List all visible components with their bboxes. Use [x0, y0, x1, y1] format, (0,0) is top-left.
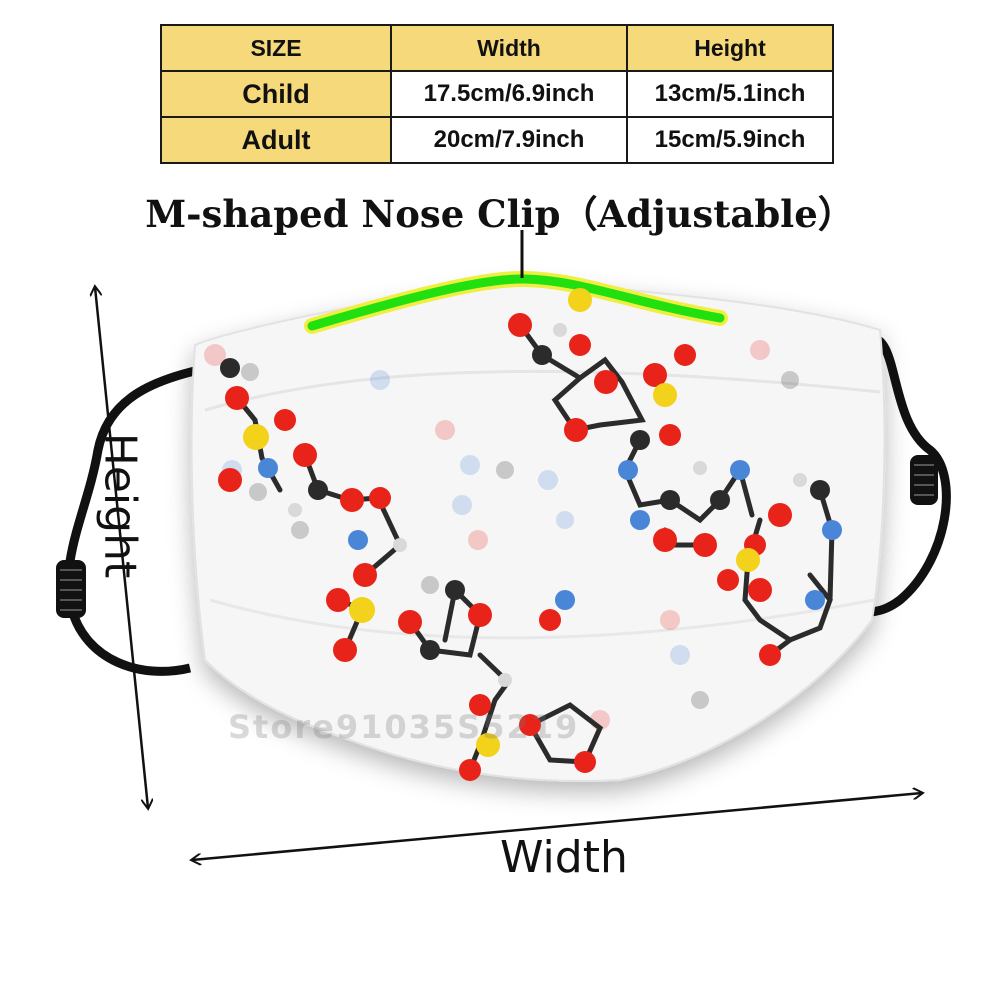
right-loop-adjuster: [910, 455, 938, 505]
atom-hydrogen: [498, 673, 512, 687]
atom-oxygen: [225, 386, 249, 410]
right-ear-loop: [857, 333, 951, 620]
atom-oxygen: [659, 424, 681, 446]
atom-carbon: [420, 640, 440, 660]
atom-oxygen: [353, 563, 377, 587]
atom-oxygen: [333, 638, 357, 662]
atom-hydrogen: [693, 461, 707, 475]
atom-carbon: [710, 490, 730, 510]
table-row: Adult 20cm/7.9inch 15cm/5.9inch: [160, 116, 834, 164]
atom-hydrogen: [393, 538, 407, 552]
atom-oxygen: [539, 609, 561, 631]
atom-hydrogen: [553, 323, 567, 337]
row-size-adult: Adult: [160, 116, 392, 164]
atom-nitrogen: [805, 590, 825, 610]
atom-oxygen: [717, 569, 739, 591]
atom-oxygen: [398, 610, 422, 634]
atom-nitrogen: [555, 590, 575, 610]
header-size: SIZE: [160, 24, 392, 72]
atom-oxygen: [594, 370, 618, 394]
atom-oxygen: [468, 603, 492, 627]
atom-hydrogen: [288, 503, 302, 517]
atom-oxygen: [653, 528, 677, 552]
size-table: SIZE Width Height Child 17.5cm/6.9inch 1…: [160, 24, 834, 164]
atom-oxygen: [274, 409, 296, 431]
atom-nitrogen: [630, 510, 650, 530]
nose-clip-title: M-shaped Nose Clip（Adjustable）: [145, 192, 855, 236]
atom-oxygen: [469, 694, 491, 716]
atom-carbon: [220, 358, 240, 378]
atom-hydrogen: [793, 473, 807, 487]
header-height: Height: [626, 24, 834, 72]
atom-sulfur: [243, 424, 269, 450]
header-width: Width: [390, 24, 628, 72]
right-adjuster-ridges: [914, 464, 934, 496]
height-arrow: [95, 287, 148, 808]
atom-carbon: [810, 480, 830, 500]
atom-oxygen: [748, 578, 772, 602]
size-table-header-row: SIZE Width Height: [160, 24, 834, 72]
height-label: Height: [94, 432, 146, 579]
atom-oxygen: [759, 644, 781, 666]
atom-oxygen: [674, 344, 696, 366]
atom-sulfur: [736, 548, 760, 572]
atom-oxygen: [369, 487, 391, 509]
atom-sulfur: [476, 733, 500, 757]
row-size-child: Child: [160, 70, 392, 118]
atom-oxygen: [218, 468, 242, 492]
atom-nitrogen: [258, 458, 278, 478]
atom-carbon: [630, 430, 650, 450]
atom-oxygen: [326, 588, 350, 612]
atom-nitrogen: [618, 460, 638, 480]
row-width-adult: 20cm/7.9inch: [390, 116, 628, 164]
atom-oxygen: [508, 313, 532, 337]
atom-carbon: [532, 345, 552, 365]
atom-sulfur: [653, 383, 677, 407]
atom-nitrogen: [822, 520, 842, 540]
atom-carbon: [445, 580, 465, 600]
table-row: Child 17.5cm/6.9inch 13cm/5.1inch: [160, 70, 834, 118]
atom-oxygen: [519, 714, 541, 736]
mask-pleat-top: [204, 369, 881, 412]
atom-sulfur: [349, 597, 375, 623]
width-label: Width: [500, 832, 628, 883]
atom-oxygen: [643, 363, 667, 387]
atom-oxygen: [293, 443, 317, 467]
atom-oxygen: [459, 759, 481, 781]
atom-oxygen: [574, 751, 596, 773]
row-width-child: 17.5cm/6.9inch: [390, 70, 628, 118]
row-height-child: 13cm/5.1inch: [626, 70, 834, 118]
row-height-adult: 15cm/5.9inch: [626, 116, 834, 164]
faded-molecule-pattern: [204, 340, 799, 730]
width-arrow: [192, 793, 922, 860]
atom-nitrogen: [730, 460, 750, 480]
atom-carbon: [308, 480, 328, 500]
left-adjuster-ridges: [60, 569, 82, 611]
atom-nitrogen: [348, 530, 368, 550]
atom-oxygen: [564, 418, 588, 442]
store-watermark: Store91035S5219: [228, 708, 580, 746]
atom-sulfur: [568, 288, 592, 312]
atom-oxygen: [693, 533, 717, 557]
molecule-atoms: [218, 288, 842, 781]
atom-oxygen: [340, 488, 364, 512]
atom-oxygen: [569, 334, 591, 356]
atom-oxygen: [768, 503, 792, 527]
atom-carbon: [660, 490, 680, 510]
nose-clip-inner: [307, 274, 725, 331]
